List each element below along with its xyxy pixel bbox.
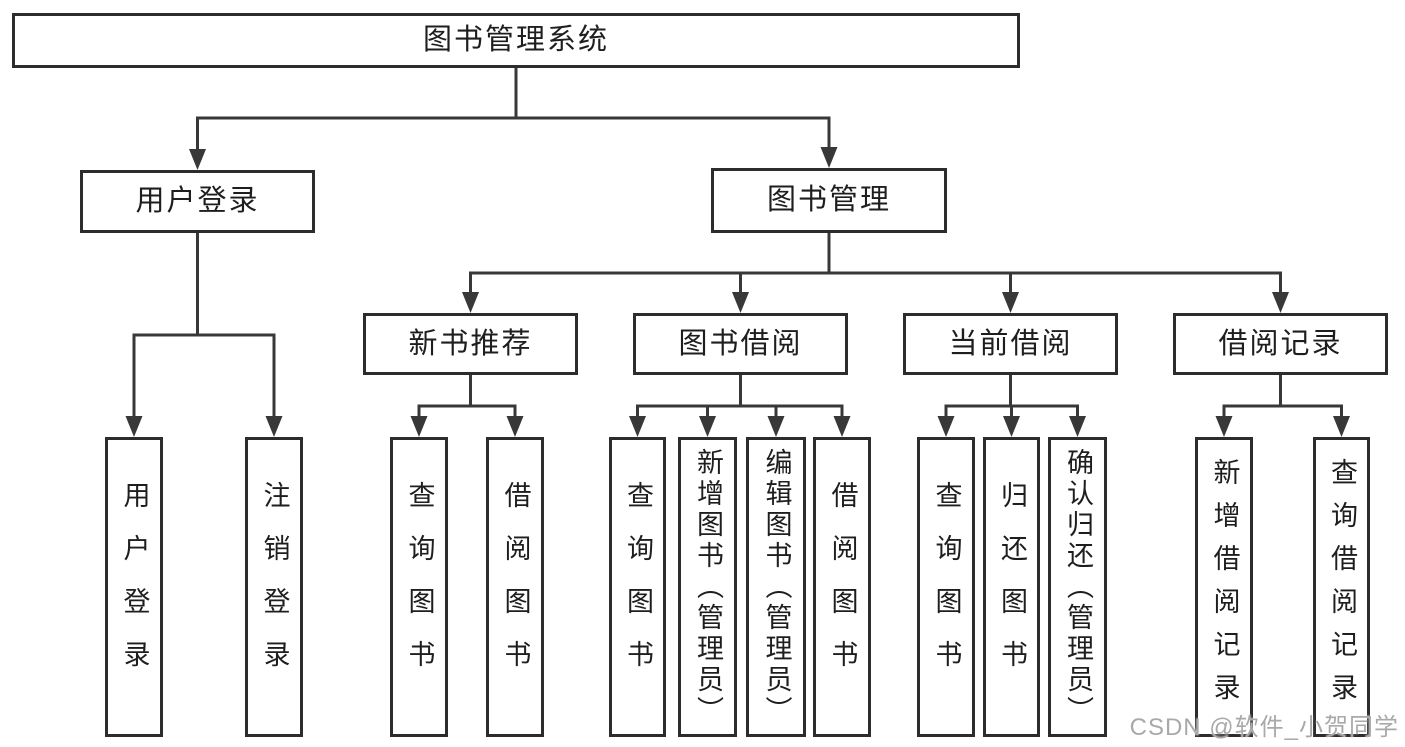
node-label: 当前借阅 <box>948 327 1073 360</box>
diagram-node-leaf-query-book-recommend: 查询图书 <box>390 437 448 737</box>
diagram-node-leaf-add-book-admin: 新增图书（管理员） <box>678 437 737 737</box>
diagram-node-leaf-add-borrow-record: 新增借阅记录 <box>1195 437 1253 737</box>
node-label: 借阅图书 <box>500 481 531 693</box>
arrowhead-icon <box>767 416 785 437</box>
arrowhead-icon <box>125 416 143 437</box>
diagram-node-leaf-logout: 注销登录 <box>245 437 303 737</box>
node-label: 新书推荐 <box>408 327 533 360</box>
diagram-node-new-book-recommend: 新书推荐 <box>363 313 578 375</box>
diagram-node-user-login-group: 用户登录 <box>80 170 315 233</box>
arrowhead-icon <box>1272 292 1289 313</box>
arrowhead-icon <box>265 416 283 437</box>
arrowhead-icon <box>1002 292 1019 313</box>
node-label: 新增图书（管理员） <box>693 447 723 727</box>
arrowhead-icon <box>462 292 479 313</box>
arrowhead-icon <box>1215 416 1233 437</box>
diagram-node-borrow-records: 借阅记录 <box>1173 313 1388 375</box>
diagram-node-leaf-return-book: 归还图书 <box>983 437 1040 737</box>
arrowhead-icon <box>506 416 524 437</box>
node-label: 注销登录 <box>259 481 290 693</box>
diagram-node-leaf-confirm-return-admin: 确认归还（管理员） <box>1048 437 1107 737</box>
arrowhead-icon <box>1003 416 1020 437</box>
node-label: 用户登录 <box>135 185 260 217</box>
node-label: 查询借阅记录 <box>1327 458 1357 716</box>
node-label: 查询图书 <box>623 481 653 693</box>
node-label: 归还图书 <box>997 481 1027 693</box>
arrowhead-icon <box>699 416 716 437</box>
diagram-node-leaf-query-book-borrow: 查询图书 <box>609 437 666 737</box>
arrowhead-icon <box>732 292 749 313</box>
diagram-node-current-borrow: 当前借阅 <box>903 313 1118 375</box>
node-label: 图书管理 <box>766 184 891 216</box>
node-label: 确认归还（管理员） <box>1063 447 1093 727</box>
node-label: 图书管理系统 <box>422 24 609 56</box>
arrowhead-icon <box>820 147 838 168</box>
node-label: 借阅图书 <box>827 481 858 693</box>
node-label: 用户登录 <box>119 481 150 693</box>
diagram-node-leaf-query-borrow-record: 查询借阅记录 <box>1313 437 1370 737</box>
node-label: 借阅记录 <box>1218 327 1343 360</box>
arrowhead-icon <box>1333 416 1350 437</box>
arrowhead-icon <box>937 416 955 437</box>
diagram-node-leaf-edit-book-admin: 编辑图书（管理员） <box>746 437 806 737</box>
arrowhead-icon <box>629 416 646 437</box>
arrowhead-icon <box>189 149 206 170</box>
diagram-node-book-management: 图书管理 <box>711 168 947 233</box>
diagram-node-book-borrow: 图书借阅 <box>633 313 848 375</box>
diagram-node-leaf-user-login: 用户登录 <box>105 437 163 737</box>
arrowhead-icon <box>1069 416 1086 437</box>
arrowhead-icon <box>833 416 851 437</box>
diagram-node-root: 图书管理系统 <box>12 13 1020 68</box>
node-label: 查询图书 <box>931 481 962 693</box>
node-label: 查询图书 <box>404 481 435 693</box>
node-label: 图书借阅 <box>678 327 803 360</box>
csdn-watermark: CSDN @软件_小贺同学 <box>1129 714 1399 741</box>
node-label: 编辑图书（管理员） <box>761 447 792 727</box>
diagram-node-leaf-borrow-book-borrow: 借阅图书 <box>813 437 871 737</box>
diagram-node-leaf-query-book-current: 查询图书 <box>917 437 975 737</box>
node-label: 新增借阅记录 <box>1209 458 1240 716</box>
arrowhead-icon <box>410 416 428 437</box>
diagram-node-leaf-borrow-book-recommend: 借阅图书 <box>486 437 544 737</box>
